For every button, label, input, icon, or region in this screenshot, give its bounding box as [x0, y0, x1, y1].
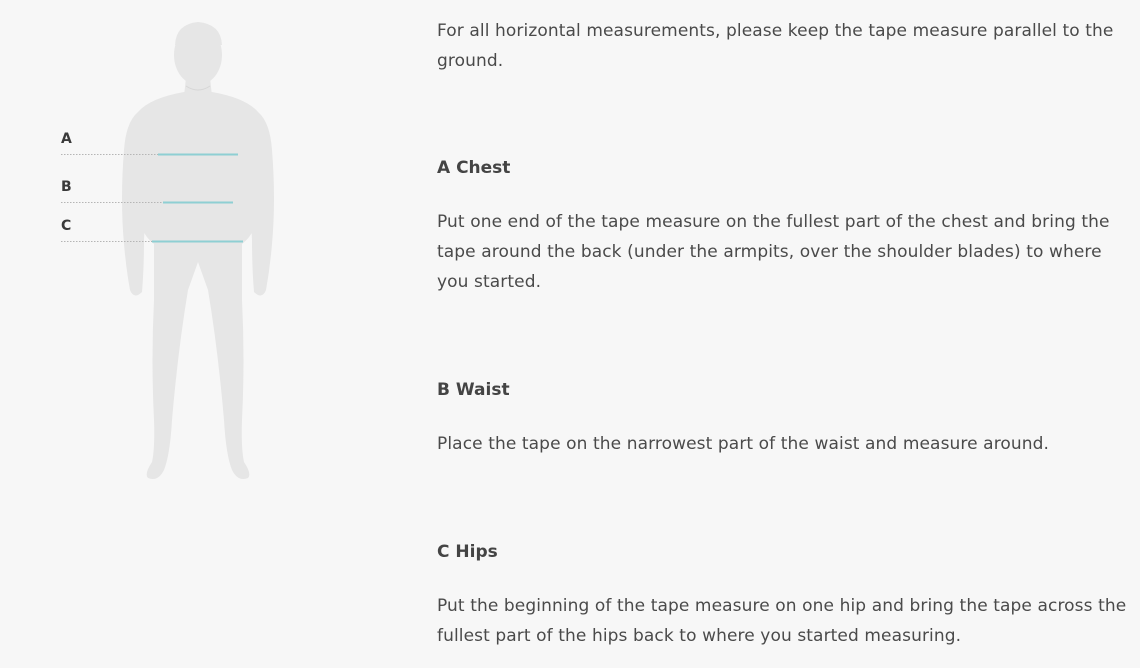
section-title-waist: B Waist: [437, 380, 510, 400]
body-silhouette-icon: [61, 22, 274, 479]
section-text-hips: Put the beginning of the tape measure on…: [437, 596, 1127, 646]
marker-label-c: C: [61, 218, 72, 234]
section-title-chest: A Chest: [437, 158, 511, 178]
intro-text: For all horizontal measurements, please …: [437, 21, 1114, 71]
section-title-hips: C Hips: [437, 542, 498, 562]
body-measurement-figure: A B C: [0, 0, 300, 520]
marker-label-a: A: [61, 131, 72, 147]
marker-label-b: B: [61, 179, 72, 195]
measurement-instructions: For all horizontal measurements, please …: [437, 16, 1127, 646]
section-text-chest: Put one end of the tape measure on the f…: [437, 212, 1110, 292]
section-text-waist: Place the tape on the narrowest part of …: [437, 434, 1050, 454]
